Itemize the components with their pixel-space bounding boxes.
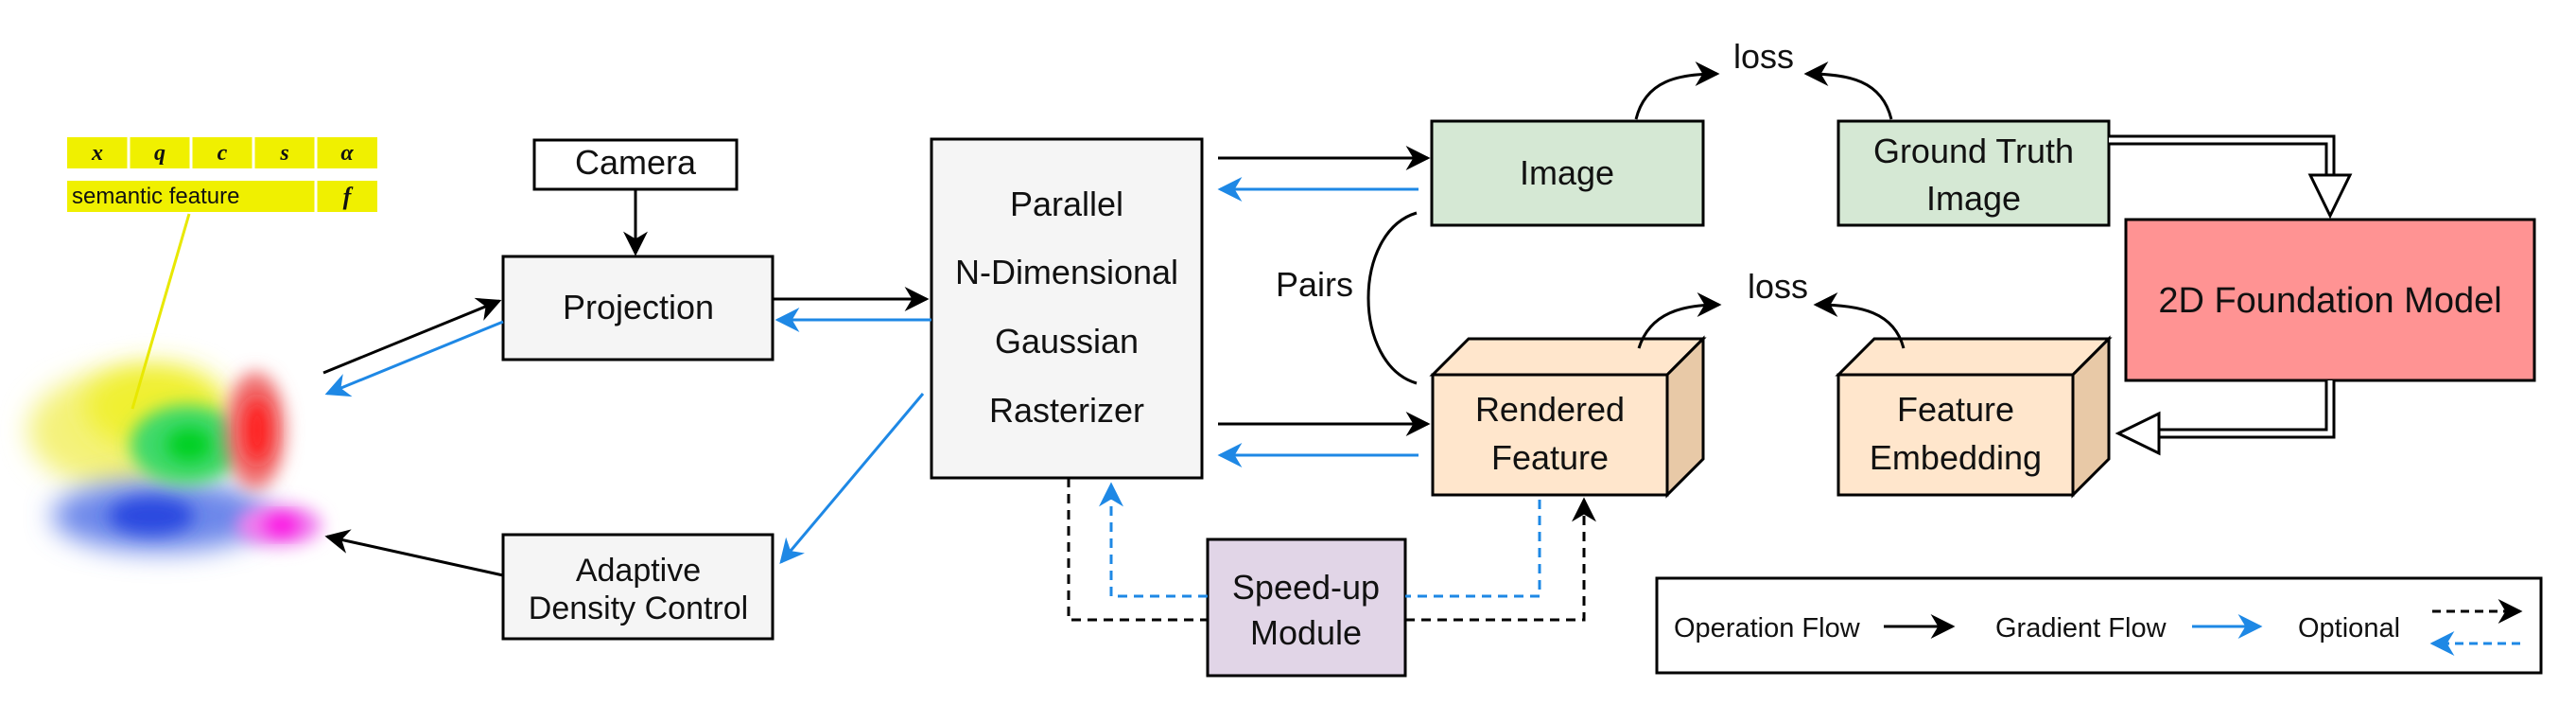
loss-label-top: loss bbox=[1733, 37, 1794, 76]
adaptive-density-control-node: Adaptive Density Control bbox=[501, 533, 775, 641]
speedup-module-node: Speed-up Module bbox=[1206, 538, 1407, 678]
pairs-brace bbox=[1366, 211, 1418, 385]
rasterizer-label-line4: Rasterizer bbox=[989, 391, 1144, 430]
gradient-rasterizer-to-adc bbox=[779, 393, 925, 564]
foundation-model-node: 2D Foundation Model bbox=[2124, 218, 2536, 382]
attr-position-symbol: x bbox=[91, 141, 103, 166]
attribute-pointer-line bbox=[131, 213, 191, 410]
camera-node: Camera bbox=[532, 138, 739, 191]
gradient-projection-to-splats bbox=[324, 320, 504, 397]
camera-label: Camera bbox=[575, 143, 697, 182]
rendered-feature-label-line1: Rendered bbox=[1475, 390, 1625, 429]
attr-feature-symbol: f bbox=[343, 183, 354, 210]
attr-scale-symbol: s bbox=[279, 141, 288, 166]
image-node: Image bbox=[1430, 119, 1705, 227]
adc-label-line2: Density Control bbox=[529, 590, 748, 626]
rendered-feature-node: Rendered Feature bbox=[1429, 335, 1707, 499]
gaussian-splats-image bbox=[28, 364, 322, 552]
legend: Operation Flow Gradient Flow Optional bbox=[1655, 576, 2543, 675]
attr-opacity-symbol: α bbox=[340, 141, 354, 166]
ground-truth-image-node: Ground Truth Image bbox=[1836, 119, 2111, 227]
optional-gradient-speedup-to-rasterizer bbox=[1099, 482, 1208, 598]
ground-truth-label-line2: Image bbox=[1926, 179, 2021, 218]
feature-embedding-label-line2: Embedding bbox=[1870, 438, 2042, 477]
legend-operation-label: Operation Flow bbox=[1674, 613, 1861, 643]
legend-optional-label: Optional bbox=[2298, 613, 2400, 643]
legend-box bbox=[1655, 576, 2543, 675]
feature-embedding-label-line1: Feature bbox=[1897, 390, 2014, 429]
legend-gradient-label: Gradient Flow bbox=[1995, 613, 2167, 643]
rasterizer-label-line1: Parallel bbox=[1010, 185, 1123, 223]
optional-gradient-rendered-to-speedup bbox=[1405, 500, 1541, 598]
speedup-label-line2: Module bbox=[1250, 613, 1362, 652]
projection-node: Projection bbox=[501, 255, 775, 361]
attr-rotation-symbol: q bbox=[154, 141, 165, 166]
optional-speedup-to-rendered-feature bbox=[1405, 497, 1596, 622]
loss-arrow-feature-embedding bbox=[1813, 292, 1906, 349]
rasterizer-label-line2: N-Dimensional bbox=[955, 253, 1178, 291]
loss-arrow-ground-truth bbox=[1803, 62, 1893, 120]
loss-arrow-image bbox=[1634, 62, 1720, 120]
pairs-label: Pairs bbox=[1276, 265, 1353, 304]
image-label: Image bbox=[1520, 153, 1614, 192]
arrow-splats-to-projection bbox=[322, 297, 502, 375]
rasterizer-node: Parallel N-Dimensional Gaussian Rasteriz… bbox=[930, 137, 1204, 480]
rendered-feature-label-line2: Feature bbox=[1491, 438, 1609, 477]
attr-semantic-feature-label: semantic feature bbox=[72, 184, 239, 209]
feature-embedding-node: Feature Embedding bbox=[1835, 335, 2113, 499]
loss-label-bottom: loss bbox=[1748, 267, 1808, 306]
arrow-adc-to-splats bbox=[324, 529, 504, 577]
speedup-label-line1: Speed-up bbox=[1232, 568, 1380, 607]
optional-rasterizer-to-speedup bbox=[1067, 478, 1208, 622]
arrow-foundation-to-embedding bbox=[2115, 380, 2336, 456]
foundation-model-label: 2D Foundation Model bbox=[2158, 281, 2501, 321]
attribute-table: x q c s α semantic feature f bbox=[65, 135, 379, 410]
projection-label: Projection bbox=[563, 288, 714, 326]
loss-arrow-rendered-feature bbox=[1637, 292, 1722, 349]
adc-label-line1: Adaptive bbox=[576, 553, 701, 589]
rasterizer-label-line3: Gaussian bbox=[995, 322, 1139, 361]
ground-truth-label-line1: Ground Truth bbox=[1873, 132, 2074, 170]
arrow-gt-to-foundation bbox=[2109, 134, 2353, 220]
attr-color-symbol: c bbox=[218, 141, 228, 166]
